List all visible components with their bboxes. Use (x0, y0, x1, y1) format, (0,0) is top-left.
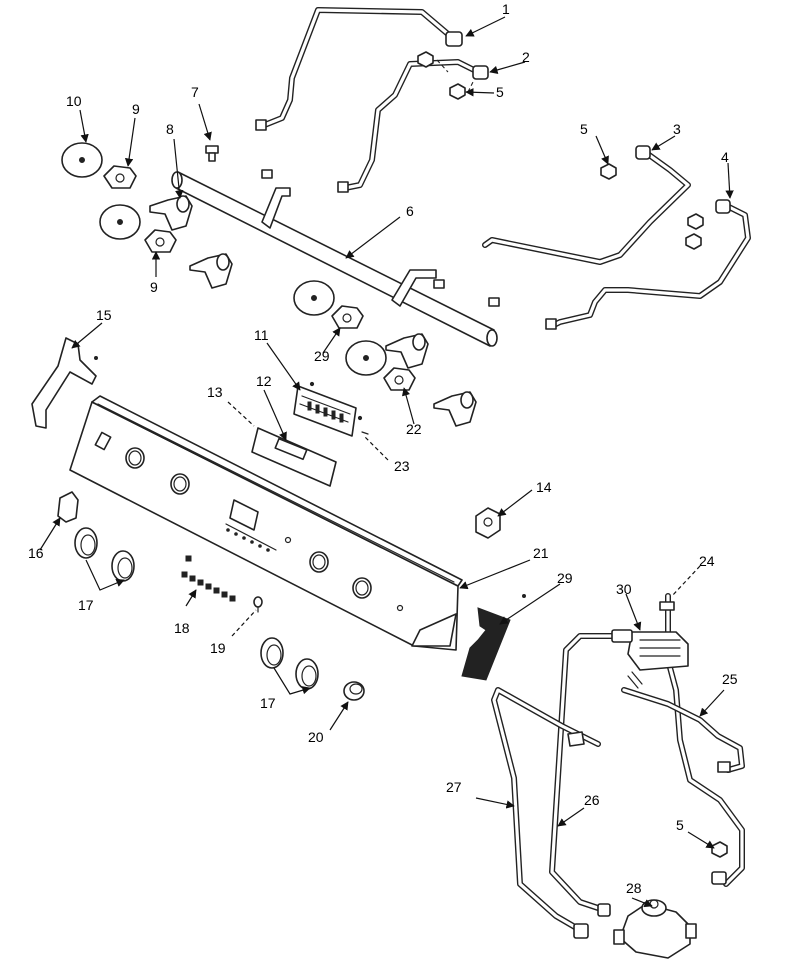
callout-9: 9 (150, 279, 158, 295)
callout-10: 10 (66, 93, 82, 109)
control-knob-group (74, 527, 319, 690)
knob-cap-20 (343, 681, 365, 701)
burner-tube-1 (255, 7, 463, 131)
pressure-regulator-28 (613, 899, 697, 959)
switch-14 (475, 507, 501, 539)
callout-28: 28 (626, 880, 642, 896)
callout-7: 7 (191, 84, 199, 100)
orifice-nut-lower (711, 841, 728, 885)
control-board-overlay (251, 427, 337, 487)
callout-20: 20 (308, 729, 324, 745)
misc-screws (309, 381, 369, 435)
callout-5: 5 (496, 84, 504, 100)
burner-tube-3 (482, 145, 691, 265)
callout-9: 9 (132, 101, 140, 117)
gas-line-24 (665, 593, 745, 887)
side-bracket (31, 337, 98, 429)
callout-17: 17 (260, 695, 276, 711)
burner-tube-2 (337, 59, 489, 193)
callout-24: 24 (699, 553, 715, 569)
callout-21: 21 (533, 545, 549, 561)
callout-5: 5 (580, 121, 588, 137)
callout-25: 25 (722, 671, 738, 687)
manifold-pipe (171, 169, 500, 347)
callout-18: 18 (174, 620, 190, 636)
callout-23: 23 (394, 458, 410, 474)
callout-3: 3 (673, 121, 681, 137)
callout-4: 4 (721, 149, 729, 165)
callout-1: 1 (502, 1, 510, 17)
callout-30: 30 (616, 581, 632, 597)
switch-16 (57, 491, 79, 523)
callout-16: 16 (28, 545, 44, 561)
callout-6: 6 (406, 203, 414, 219)
callout-15: 15 (96, 307, 112, 323)
gas-valve-group (149, 195, 477, 427)
callout-2: 2 (522, 49, 530, 65)
leader-lines (39, 16, 734, 908)
orifice-nut-group (417, 51, 704, 250)
screw-7 (205, 145, 219, 162)
gas-line-25 (621, 671, 745, 773)
gas-line-27 (491, 687, 601, 939)
callout-29: 29 (557, 570, 573, 586)
indicator-lamp (253, 596, 263, 613)
callout-29: 29 (314, 348, 330, 364)
callout-14: 14 (536, 479, 552, 495)
callout-5: 5 (676, 817, 684, 833)
clock-board (293, 385, 357, 437)
keypad-buttons (181, 555, 236, 602)
gas-line-26 (549, 633, 615, 917)
callout-26: 26 (584, 792, 600, 808)
callout-13: 13 (207, 384, 223, 400)
callout-11: 11 (254, 327, 269, 343)
callout-8: 8 (166, 121, 174, 137)
callout-12: 12 (256, 373, 272, 389)
callout-27: 27 (446, 779, 462, 795)
callout-labels: 1 2 5 3 5 4 10 9 7 8 6 9 15 11 29 13 12 … (28, 1, 738, 896)
gas-valve-30 (611, 601, 689, 671)
control-panel (69, 395, 463, 651)
callout-22: 22 (406, 421, 422, 437)
callout-17: 17 (78, 597, 94, 613)
burner-tube-4 (545, 199, 751, 330)
valve-disc-group (61, 142, 387, 376)
callout-19: 19 (210, 640, 226, 656)
insulation-pad (461, 594, 526, 681)
